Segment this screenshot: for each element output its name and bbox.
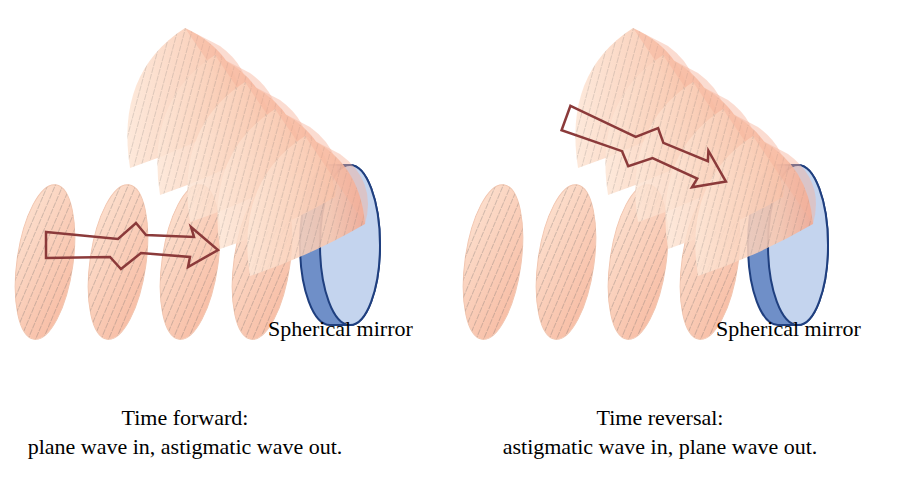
caption-line: Time forward: (122, 405, 249, 431)
caption-line: plane wave in, astigmatic wave out. (28, 434, 343, 460)
right-panel (454, 28, 828, 343)
caption-line: astigmatic wave in, plane wave out. (503, 434, 818, 460)
left-panel (6, 28, 380, 343)
caption-line: Time reversal: (597, 405, 724, 431)
part-label: Spherical mirror (268, 316, 413, 342)
part-label: Spherical mirror (716, 316, 861, 342)
